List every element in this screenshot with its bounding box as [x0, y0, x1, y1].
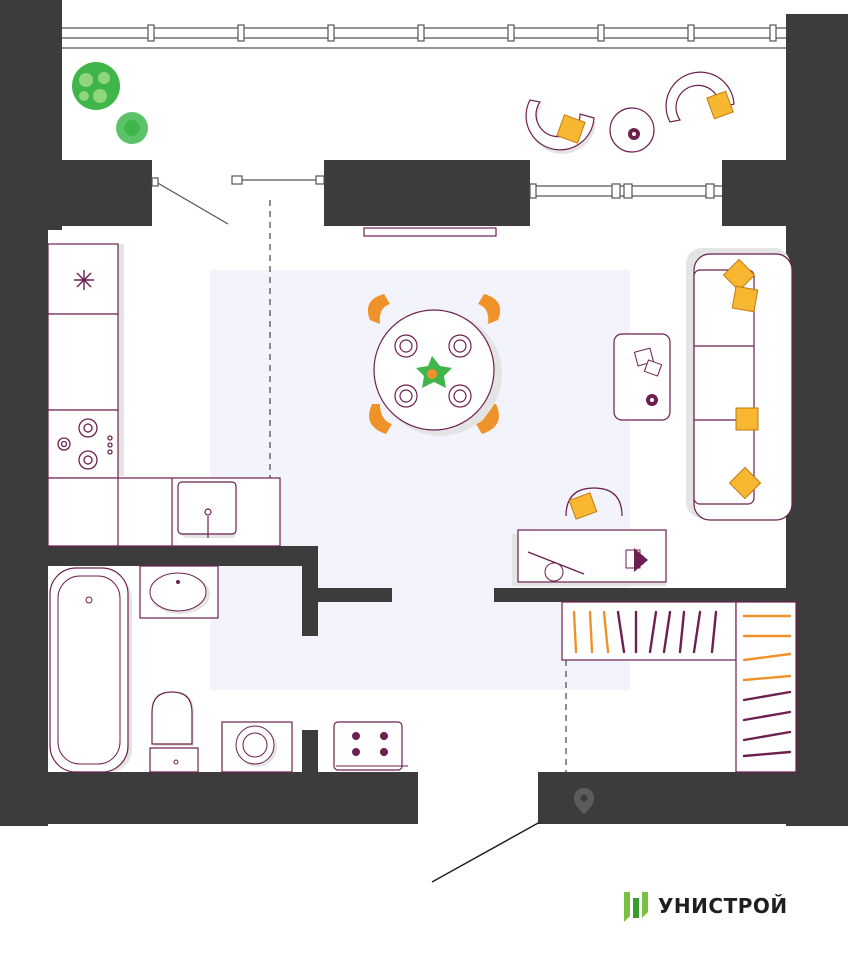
washing-machine	[221, 721, 293, 773]
brand-logo: УНИСТРОЙ	[622, 886, 788, 926]
shoe-cabinet	[333, 721, 408, 771]
zone-dividers	[269, 200, 567, 772]
entrance-door	[431, 821, 541, 883]
dining-set	[367, 294, 502, 436]
balcony-armchair-right	[665, 71, 735, 123]
toilet	[149, 691, 199, 773]
bathroom-sink	[139, 565, 219, 619]
plant-icon	[416, 356, 452, 388]
green-stripes-logo	[624, 892, 648, 922]
kitchen-sink	[177, 481, 237, 538]
plant-icon	[72, 62, 120, 110]
balcony-armchair-left	[525, 99, 596, 154]
walls	[0, 0, 848, 826]
location-pin-icon	[574, 788, 594, 814]
balcony-glazing	[62, 24, 786, 49]
coffee-table	[613, 333, 671, 421]
plant-icon	[116, 112, 148, 144]
balcony-side-table	[609, 107, 655, 153]
stove-burner-icon	[57, 418, 113, 470]
sofa	[686, 248, 793, 521]
bathtub	[49, 567, 132, 773]
snowflake-icon	[74, 270, 94, 290]
tv-console	[363, 227, 497, 237]
brand-name: УНИСТРОЙ	[658, 894, 788, 918]
wardrobe	[561, 601, 797, 773]
desk	[512, 487, 667, 586]
balcony-door	[151, 175, 325, 225]
room-window	[529, 183, 722, 199]
